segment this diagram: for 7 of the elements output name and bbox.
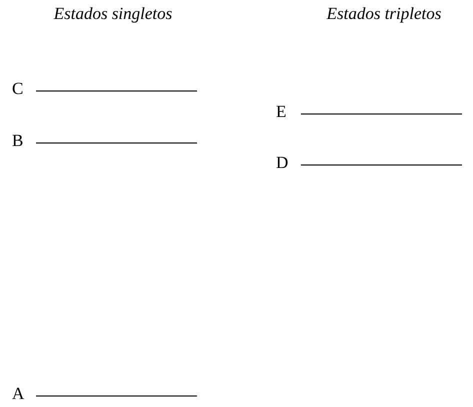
level-label: D [276,153,288,173]
level-label: B [12,131,24,151]
level-label: C [12,79,24,99]
column-heading: Estados singletos [54,4,172,24]
column-heading: Estados tripletos [326,4,442,24]
level-label: A [12,384,24,404]
level-label: E [276,102,286,122]
